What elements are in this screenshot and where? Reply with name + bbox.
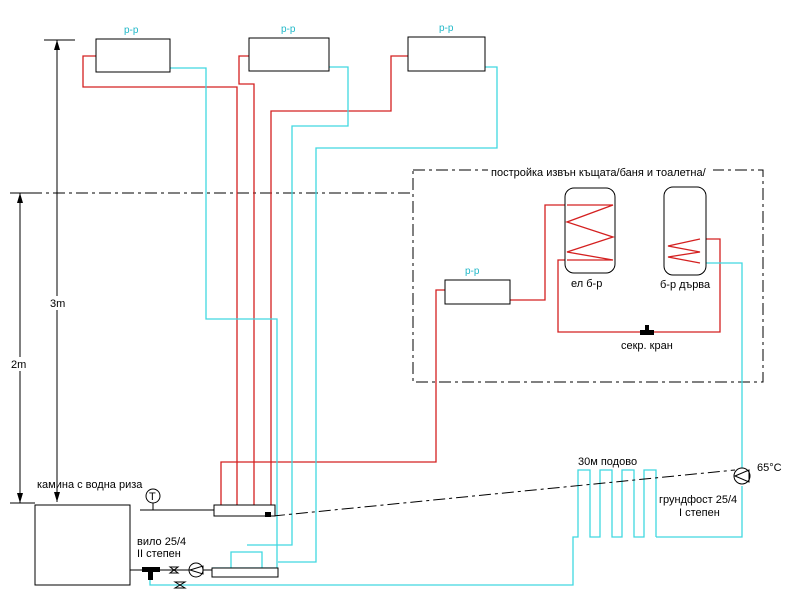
floor-heating-label: 30м подово: [578, 456, 637, 468]
electric-boiler: ел б-р: [564, 187, 616, 290]
return-pipe-r1: [170, 67, 278, 569]
supply-pipe-r4: [220, 289, 445, 505]
return-pipe-wood-boiler: [700, 262, 743, 476]
radiator-2-label: р-р: [281, 24, 296, 35]
return-pipe-pump2: [656, 486, 743, 538]
radiator-1: р-р: [95, 25, 171, 73]
wood-boiler-label: б-р дърва: [660, 279, 711, 291]
temperature-label: 65°C: [757, 462, 782, 474]
supply-pipe-boiler: [510, 204, 567, 301]
radiator-3: р-р: [407, 23, 486, 72]
radiator-4: р-р: [444, 266, 511, 305]
shutoff-valve: секр. кран: [621, 325, 673, 352]
thermometer: T: [145, 488, 161, 510]
outbuilding-label: постройка извън къщата/баня и тоалетна/: [491, 167, 707, 179]
check-valve-icon: [168, 566, 180, 574]
thermometer-icon: T: [149, 491, 156, 503]
return-manifold: [211, 567, 279, 578]
pump1-stage-label: II степен: [137, 548, 181, 560]
height-3m-label: 3m: [50, 298, 65, 310]
supply-loop-boilers: [557, 238, 721, 333]
dashed-supply-pipe: [272, 469, 736, 517]
fireplace: камина с водна риза: [34, 479, 143, 586]
electric-boiler-label: ел б-р: [571, 278, 602, 290]
supply-pipe-r1: [82, 55, 238, 505]
return-pipe-r2: [247, 66, 349, 546]
pump-wilo: вило 25/4 II степен: [130, 536, 212, 589]
radiator-4-label: р-р: [465, 266, 480, 277]
wood-boiler: б-р дърва: [660, 186, 711, 291]
return-pipe-r4: [230, 551, 263, 568]
pump-grundfos: 65°C грундфост 25/4 I степен: [659, 462, 782, 519]
pump2-model-label: грундфост 25/4: [659, 494, 737, 506]
valve-icon: [173, 581, 187, 589]
valve-label: секр. кран: [621, 340, 673, 352]
pump1-model-label: вило 25/4: [137, 536, 186, 548]
outbuilding-frame: [412, 169, 764, 383]
supply-pipes: [82, 55, 721, 505]
return-pipe-r3: [278, 66, 498, 563]
supply-manifold: [213, 504, 276, 517]
radiator-3-label: р-р: [439, 23, 454, 34]
floor-heating-coil: [149, 469, 657, 586]
height-2m-label: 2m: [11, 359, 26, 371]
pump2-stage-label: I степен: [679, 507, 720, 519]
fireplace-label: камина с водна риза: [37, 479, 143, 491]
tee-fitting: [142, 567, 160, 572]
supply-pipe-r3: [270, 55, 409, 505]
supply-pipe-r2: [238, 55, 255, 505]
dimension-3m: 3m: [44, 39, 75, 502]
dimension-2m: 2m: [9, 192, 40, 504]
radiator-1-label: р-р: [124, 25, 139, 36]
radiator-2: р-р: [248, 24, 330, 72]
